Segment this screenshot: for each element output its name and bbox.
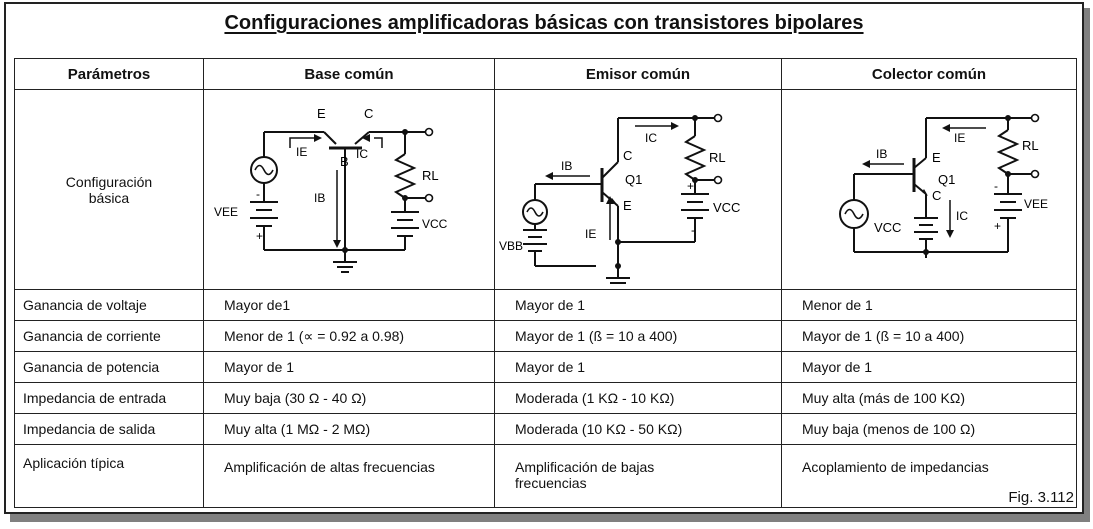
figure-reference: Fig. 3.112 [1008, 489, 1074, 506]
frame-shadow-bottom [10, 512, 1090, 522]
base-label-ic: IC [356, 147, 368, 161]
diagram-row: Configuración básica [14, 89, 1077, 290]
colector-label-ic: IC [956, 209, 968, 223]
base-label-rl: RL [422, 168, 439, 183]
frame-shadow-right [1082, 8, 1090, 520]
row-label: Ganancia de corriente [14, 320, 204, 352]
cell-base: Menor de 1 (∝ = 0.92 a 0.98) [203, 320, 495, 352]
cell-base: Muy baja (30 Ω - 40 Ω) [203, 382, 495, 414]
base-comun-circuit: E C B IE IC IB RL VEE VCC - + [214, 106, 448, 273]
header-base-comun: Base común [203, 58, 495, 90]
header-emisor-comun: Emisor común [494, 58, 782, 90]
cell-collector: Acoplamiento de impedancias [781, 444, 1077, 508]
cell-emitter: Mayor de 1 (ß = 10 a 400) [494, 320, 782, 352]
config-label-text: Configuración básica [65, 173, 153, 206]
base-label-vee: VEE [214, 205, 238, 219]
cell-collector: Muy baja (menos de 100 Ω) [781, 413, 1077, 445]
cell-emitter-text: Amplificación de bajas frecuencias [515, 459, 655, 491]
figure-frame: Configuraciones amplificadoras básicas c… [4, 2, 1084, 514]
page-title: Configuraciones amplificadoras básicas c… [224, 12, 864, 34]
cell-collector: Menor de 1 [781, 289, 1077, 321]
emisor-comun-diagram-cell: C E Q1 IB IC IE RL VBB VCC + - [494, 89, 782, 290]
colector-label-rl: RL [1022, 138, 1039, 153]
emisor-comun-circuit: C E Q1 IB IC IE RL VBB VCC + - [499, 113, 740, 284]
emisor-label-minus: - [691, 223, 695, 237]
emisor-label-ib: IB [561, 159, 572, 173]
table-row: Ganancia de corriente Menor de 1 (∝ = 0.… [14, 320, 1077, 352]
cell-emitter: Moderada (10 KΩ - 50 KΩ) [494, 413, 782, 445]
cell-emitter: Amplificación de bajas frecuencias [494, 444, 782, 508]
base-label-ib: IB [314, 191, 325, 205]
base-label-ie: IE [296, 145, 307, 159]
table-row: Impedancia de entrada Muy baja (30 Ω - 4… [14, 382, 1077, 414]
colector-label-vee: VEE [1024, 197, 1048, 211]
base-label-e: E [317, 106, 326, 121]
emisor-label-c: C [623, 148, 632, 163]
base-comun-diagram-cell: E C B IE IC IB RL VEE VCC - + [203, 89, 495, 290]
base-label-vcc: VCC [422, 217, 448, 231]
cell-emitter: Moderada (1 KΩ - 10 KΩ) [494, 382, 782, 414]
cell-base: Mayor de1 [203, 289, 495, 321]
colector-label-plus: + [994, 219, 1001, 233]
cell-emitter: Mayor de 1 [494, 351, 782, 383]
cell-base: Amplificación de altas frecuencias [203, 444, 495, 508]
row-label: Aplicación típica [14, 444, 204, 508]
table-row: Ganancia de voltaje Mayor de1 Mayor de 1… [14, 289, 1077, 321]
base-label-c: C [364, 106, 373, 121]
cell-collector: Muy alta (más de 100 KΩ) [781, 382, 1077, 414]
emisor-label-rl: RL [709, 150, 726, 165]
parameters-table: Parámetros Base común Emisor común Colec… [14, 58, 1077, 508]
config-label: Configuración básica [14, 89, 204, 290]
table-row: Aplicación típica Amplificación de altas… [14, 444, 1077, 508]
emisor-label-e: E [623, 198, 632, 213]
emisor-label-ic: IC [645, 131, 657, 145]
colector-label-ib: IB [876, 147, 887, 161]
emisor-label-ie: IE [585, 227, 596, 241]
table-row: Impedancia de salida Muy alta (1 MΩ - 2 … [14, 413, 1077, 445]
colector-label-ie: IE [954, 131, 965, 145]
cell-collector: Mayor de 1 [781, 351, 1077, 383]
table-row: Ganancia de potencia Mayor de 1 Mayor de… [14, 351, 1077, 383]
base-label-plus: + [256, 229, 263, 243]
header-parameters: Parámetros [14, 58, 204, 90]
row-label: Impedancia de salida [14, 413, 204, 445]
base-label-b: B [340, 154, 349, 169]
colector-label-minus: - [994, 179, 998, 193]
row-label: Impedancia de entrada [14, 382, 204, 414]
base-label-minus: - [256, 187, 260, 201]
cell-base: Mayor de 1 [203, 351, 495, 383]
colector-comun-circuit: E C Q1 IB IE IC RL VCC VEE - + [839, 113, 1048, 258]
colector-comun-diagram-cell: E C Q1 IB IE IC RL VCC VEE - + [781, 89, 1077, 290]
cell-emitter: Mayor de 1 [494, 289, 782, 321]
colector-label-vcc: VCC [874, 220, 901, 235]
row-label: Ganancia de voltaje [14, 289, 204, 321]
cell-collector: Mayor de 1 (ß = 10 a 400) [781, 320, 1077, 352]
header-colector-comun: Colector común [781, 58, 1077, 90]
emisor-label-vbb: VBB [499, 239, 523, 253]
colector-label-e: E [932, 150, 941, 165]
row-label: Ganancia de potencia [14, 351, 204, 383]
colector-label-c: C [932, 188, 941, 203]
header-row: Parámetros Base común Emisor común Colec… [14, 58, 1077, 90]
colector-label-q1: Q1 [938, 172, 955, 187]
emisor-label-vcc: VCC [713, 200, 740, 215]
cell-base: Muy alta (1 MΩ - 2 MΩ) [203, 413, 495, 445]
emisor-label-plus: + [687, 179, 694, 193]
emisor-label-q1: Q1 [625, 172, 642, 187]
